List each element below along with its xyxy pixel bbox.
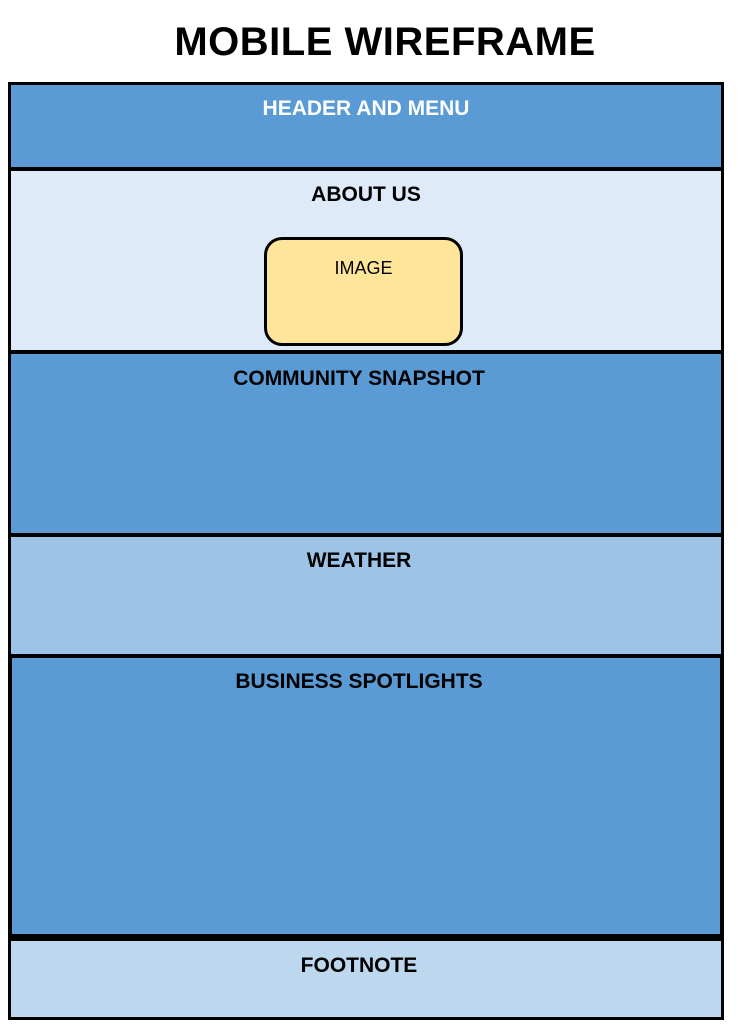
community-snapshot-label: COMMUNITY SNAPSHOT [233,367,485,390]
weather-section: WEATHER [8,534,724,658]
footnote-section: FOOTNOTE [8,938,724,1020]
image-placeholder: IMAGE [264,237,463,346]
business-spotlights-section: BUSINESS SPOTLIGHTS [8,654,724,938]
page-title: MOBILE WIREFRAME [174,20,596,64]
header-and-menu-label: HEADER AND MENU [262,97,470,120]
footnote-label: FOOTNOTE [300,954,418,977]
business-spotlights-label: BUSINESS SPOTLIGHTS [235,670,483,693]
about-us-label: ABOUT US [311,183,421,206]
image-placeholder-label: IMAGE [334,258,393,278]
weather-label: WEATHER [306,549,412,572]
header-and-menu-section: HEADER AND MENU [8,82,724,170]
community-snapshot-section: COMMUNITY SNAPSHOT [8,351,724,536]
